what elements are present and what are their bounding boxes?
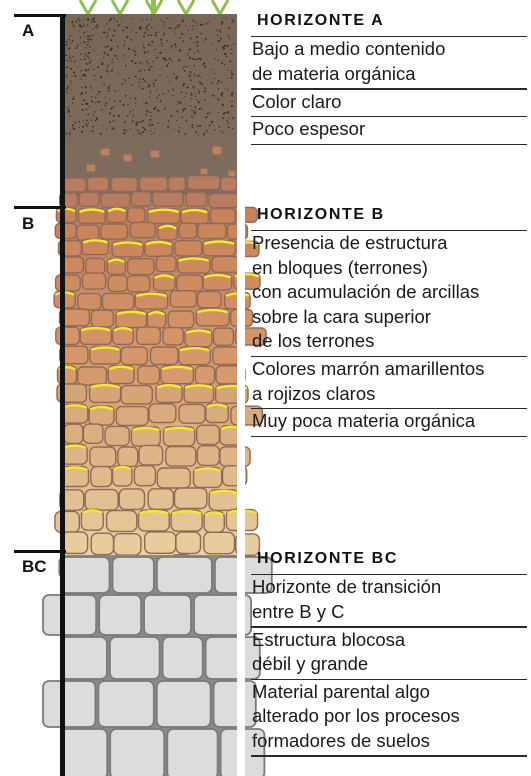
horizon-a-property-color: Color claro [252, 90, 342, 112]
horizon-b-property-color: Colores marrón amarillentos a rojizos cl… [252, 358, 485, 404]
horizon-bc-label: BC [22, 557, 47, 576]
horizon-a-label: A [22, 21, 35, 40]
horizon-b-property-structure: Presencia de estructura en bloques (terr… [252, 232, 480, 352]
horizon-bc-property-parent: Material parental algo alterado por los … [252, 680, 460, 751]
horizon-bc-title: HORIZONTE BC [257, 550, 398, 567]
horizon-b-property-organic: Muy poca materia orgánica [252, 410, 476, 432]
grass-icon [78, 0, 230, 18]
horizon-b-marker [14, 206, 66, 209]
horizon-a-marker [14, 14, 66, 17]
parent-material-blocks [42, 0, 273, 776]
profile-depth-bar [60, 14, 65, 776]
horizon-a-description: HORIZONTE A Bajo a medio contenido de ma… [251, 12, 527, 146]
horizon-a-property-thickness: Poco espesor [252, 118, 366, 140]
horizon-b-label: B [22, 214, 35, 233]
horizon-bc-marker [14, 550, 66, 553]
horizon-bc-property-transition: Horizonte de transición entre B y C [252, 576, 442, 622]
horizon-a-title: HORIZONTE A [257, 12, 385, 29]
soil-clods [53, 145, 267, 580]
horizon-bc-description: HORIZONTE BC Horizonte de transición ent… [251, 550, 527, 757]
horizon-b-description: HORIZONTE B Presencia de estructura en b… [251, 206, 527, 438]
horizon-a-property-organic: Bajo a medio contenido de materia orgáni… [252, 38, 446, 84]
horizon-bc-property-structure: Estructura blocosa débil y grande [252, 628, 406, 675]
organic-matter-specks [65, 17, 235, 136]
horizon-b-title: HORIZONTE B [257, 206, 385, 223]
